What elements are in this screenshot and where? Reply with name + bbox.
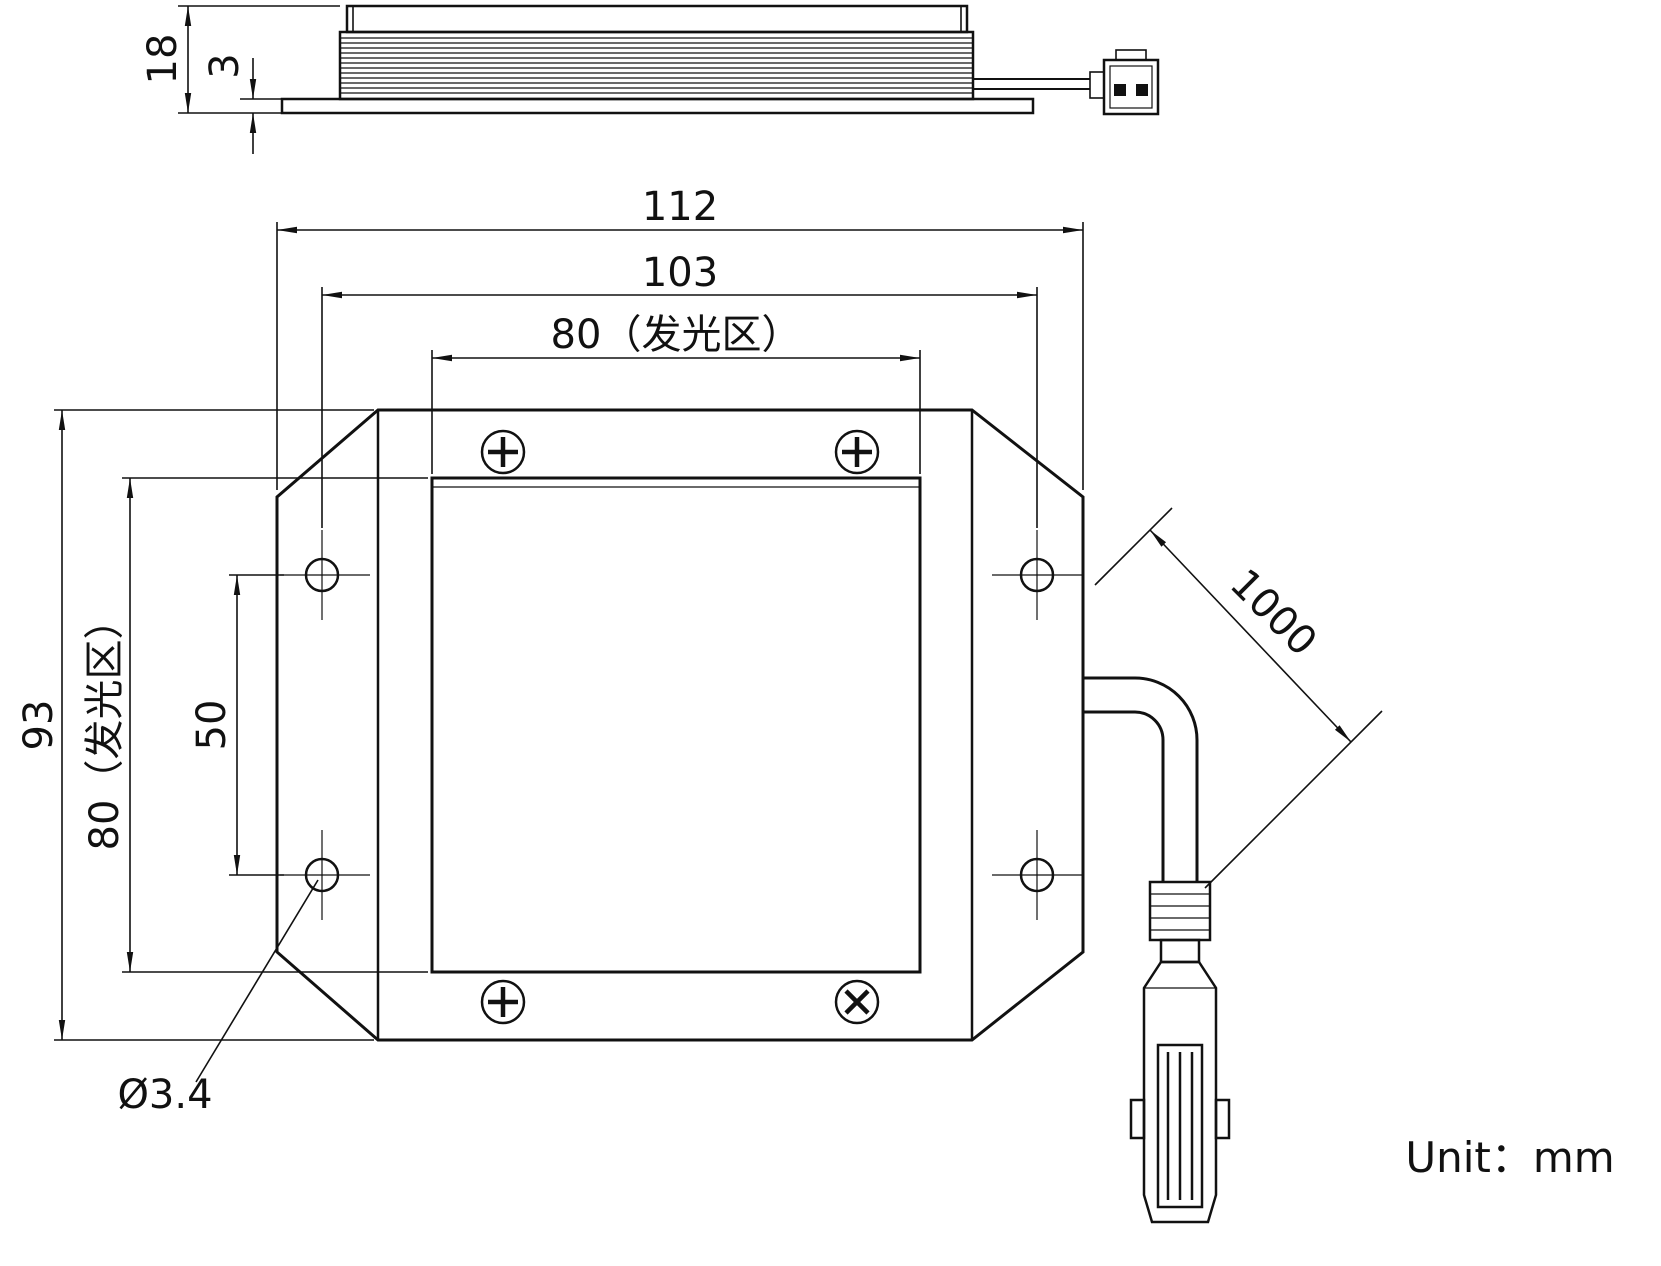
cable-connector xyxy=(1129,880,1231,1224)
dim-label-overall-width: 112 xyxy=(642,184,718,230)
dim-label-overall-height: 93 xyxy=(16,700,62,751)
mounting-flange xyxy=(280,97,1035,115)
mounting-hole xyxy=(992,530,1082,620)
dim-label-hole-diameter: Ø3.4 xyxy=(117,1072,212,1118)
phillips-screw-rotated xyxy=(834,979,880,1025)
dim-label-flange-thickness: 3 xyxy=(202,53,248,78)
connector-lug xyxy=(1214,1098,1231,1140)
top-plate xyxy=(345,4,969,34)
strain-relief xyxy=(1148,880,1212,942)
connector-pin xyxy=(1114,84,1126,96)
dim-emitting-area-width: 80（发光区） xyxy=(431,312,921,474)
mounting-hole xyxy=(280,830,370,920)
dim-label-emitting-height: 80（发光区） xyxy=(82,600,128,851)
dim-label-cable-length: 1000 xyxy=(1221,561,1326,666)
power-wire-side xyxy=(973,78,1090,90)
dim-flange-thickness: 3 xyxy=(202,53,282,154)
emitting-area xyxy=(430,476,922,974)
dim-mount-hole-span-height: 50 xyxy=(189,574,284,876)
front-view xyxy=(275,408,1085,1042)
dim-label-side-height: 18 xyxy=(140,34,186,85)
dim-label-hole-span-width: 103 xyxy=(642,250,718,296)
mounting-hole xyxy=(992,830,1082,920)
dim-side-overall-height: 18 xyxy=(140,5,340,114)
connector-lug xyxy=(1129,1098,1146,1140)
dim-mount-hole-span-width: 103 xyxy=(321,250,1038,528)
leader-hole-diameter: Ø3.4 xyxy=(117,879,319,1118)
unit-note: Unit：mm xyxy=(1405,1133,1614,1182)
side-view xyxy=(280,4,1160,116)
dim-overall-width: 112 xyxy=(276,184,1084,490)
panel-outline xyxy=(275,408,1085,1042)
phillips-screw xyxy=(834,429,880,475)
dim-overall-height: 93 xyxy=(16,409,374,1041)
cable xyxy=(1083,676,1199,882)
side-connector xyxy=(1089,49,1160,116)
dim-emitting-area-height: 80（发光区） xyxy=(82,477,428,973)
mounting-hole xyxy=(280,530,370,620)
dim-label-hole-span-height: 50 xyxy=(189,700,235,751)
phillips-screw xyxy=(480,429,526,475)
connector-neck xyxy=(1159,938,1201,964)
dim-cable-length: 1000 xyxy=(1094,507,1383,889)
dim-label-emitting-width: 80（发光区） xyxy=(551,312,802,358)
connector-body xyxy=(1142,960,1218,1224)
connector-pin xyxy=(1136,84,1148,96)
finned-body xyxy=(338,30,975,101)
phillips-screw xyxy=(480,979,526,1025)
heatsink-fins xyxy=(341,37,972,94)
connector-slot xyxy=(1156,1043,1204,1209)
